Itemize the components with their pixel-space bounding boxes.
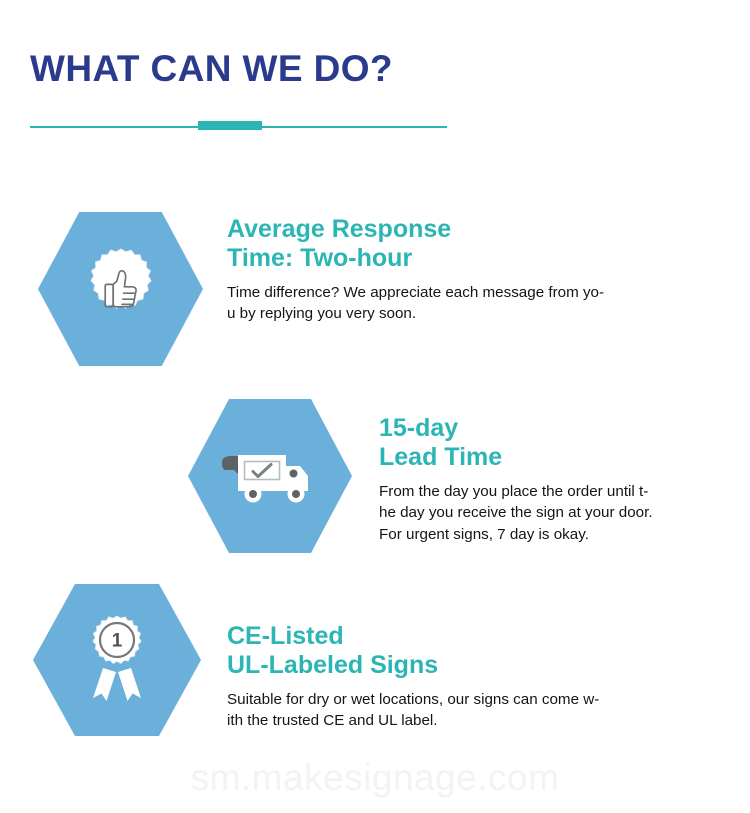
- feature-heading-line1: Average Response: [227, 215, 452, 243]
- feature-body-line2: he day you receive the sign at your door…: [379, 504, 653, 522]
- feature-body: From the day you place the order until t…: [379, 481, 653, 547]
- hexagon-badge: 1: [33, 584, 201, 736]
- feature-heading: Average Response Time: Two-hour: [227, 215, 604, 274]
- header-divider-accent: [198, 121, 262, 130]
- feature-heading-line2: UL-Labeled Signs: [227, 651, 439, 680]
- delivery-truck-icon: [220, 440, 320, 512]
- feature-body-line1: Suitable for dry or wet locations, our s…: [227, 690, 600, 708]
- feature-text-block: 15-day Lead Time From the day you place …: [379, 414, 653, 546]
- feature-heading-line2: Time: Two-hour: [227, 244, 413, 273]
- feature-text-block: Average Response Time: Two-hour Time dif…: [227, 215, 604, 325]
- feature-heading-line1: CE-Listed: [227, 622, 344, 650]
- hexagon-badge: [38, 212, 203, 366]
- feature-text-block: CE-Listed UL-Labeled Signs Suitable for …: [227, 622, 599, 732]
- feature-body-line1: Time difference? We appreciate each mess…: [227, 283, 605, 301]
- page-title: WHAT CAN WE DO?: [30, 48, 393, 89]
- feature-body-line3: For urgent signs, 7 day is okay.: [379, 526, 589, 544]
- feature-body-line2: u by replying you very soon.: [227, 305, 417, 323]
- feature-heading-line1: 15-day: [379, 414, 459, 442]
- feature-heading: CE-Listed UL-Labeled Signs: [227, 622, 599, 681]
- watermark: sm.makesignage.com: [190, 757, 560, 798]
- feature-heading-line2: Lead Time: [379, 443, 503, 472]
- feature-body-line1: From the day you place the order until t…: [379, 482, 649, 500]
- feature-body: Time difference? We appreciate each mess…: [227, 282, 604, 326]
- feature-body-line2: ith the trusted CE and UL label.: [227, 712, 438, 730]
- thumbs-up-badge-icon: [78, 246, 164, 332]
- hexagon-badge: [188, 399, 352, 553]
- svg-text:1: 1: [112, 631, 123, 652]
- feature-body: Suitable for dry or wet locations, our s…: [227, 689, 599, 733]
- award-ribbon-icon: 1: [73, 612, 161, 708]
- feature-heading: 15-day Lead Time: [379, 414, 653, 473]
